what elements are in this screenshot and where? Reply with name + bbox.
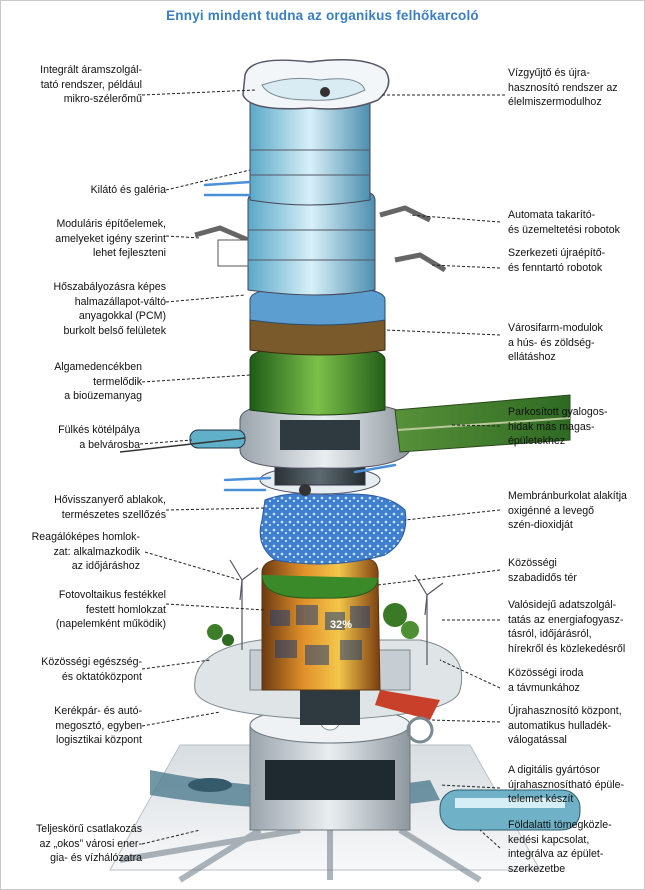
label-power-system: Integrált áramszolgál- tató rendszer, pé…	[40, 64, 142, 105]
diagram-title: Ennyi mindent tudna az organikus felhőka…	[166, 8, 479, 23]
wind-turbines	[229, 559, 444, 665]
label-recycling-center: Újrahasznosító központ, automatikus hull…	[508, 705, 622, 746]
label-pv-facade: Fotovoltaikus festékkel festett homlokza…	[55, 589, 166, 630]
label-leisure-space: Közösségi szabadidős tér	[508, 557, 577, 584]
underground-level	[109, 706, 581, 883]
svg-text:32%: 32%	[330, 619, 352, 631]
label-coworking-office: Közösségi iroda a távmunkához	[508, 667, 584, 694]
photovoltaic-block: 32%	[261, 558, 381, 691]
label-responsive-facade: Reagálóképes homlok- zat: alkalmazkodik …	[31, 531, 140, 572]
modular-floors	[194, 188, 447, 296]
label-realtime-data: Valósidejű adatszolgál- tatás az energia…	[508, 599, 626, 655]
label-bike-car-share: Kerékpár- és autó- megosztó, egyben logi…	[54, 705, 142, 746]
label-heat-recovery: Hővisszanyerő ablakok, természetes szell…	[54, 494, 166, 521]
airflow-arrows	[203, 180, 397, 492]
label-cable-car: Fülkés kötélpálya a belvárosba	[58, 424, 140, 451]
label-observation-deck: Kilátó és galéria	[90, 184, 166, 196]
label-health-center: Közösségi egészség- és oktatóközpont	[41, 656, 142, 683]
label-smart-grid: Teljeskörű csatlakozás az „okos” városi …	[36, 823, 142, 864]
label-algae-biofuel: Algamedencékben termelődik a bioüzemanya…	[54, 361, 142, 402]
label-park-bridges: Parkosított gyalogos- hidak más magas- é…	[508, 406, 608, 447]
label-cleaning-robots: Automata takarító- és üzemeltetési robot…	[508, 209, 620, 236]
label-water-recycling: Vízgyűjtő és újra- hasznosító rendszer a…	[508, 67, 618, 108]
label-urban-farm: Városifarm-modulok a hús- és zöldség- el…	[508, 322, 603, 363]
label-membrane: Membránburkolat alakítja oxigénné a leve…	[508, 490, 627, 531]
label-digital-production: A digitális gyártósor újrahasznosítható …	[508, 764, 625, 805]
label-pcm-surfaces: Hőszabályozásra képes halmazállapot-vált…	[53, 281, 166, 337]
membrane-section	[259, 492, 407, 565]
label-modular-elements: Moduláris építőelemek, amelyeket igény s…	[55, 218, 166, 259]
label-underground-transit: Földalatti tömegközle- kedési kapcsolat,…	[508, 819, 612, 875]
algae-farm-floors	[249, 288, 386, 416]
top-tower	[242, 59, 390, 206]
leader-lines	[139, 89, 505, 849]
park-bridge-level	[119, 394, 571, 469]
label-maintenance-robots: Szerkezeti újraépítő- és fenntartó robot…	[508, 247, 606, 274]
